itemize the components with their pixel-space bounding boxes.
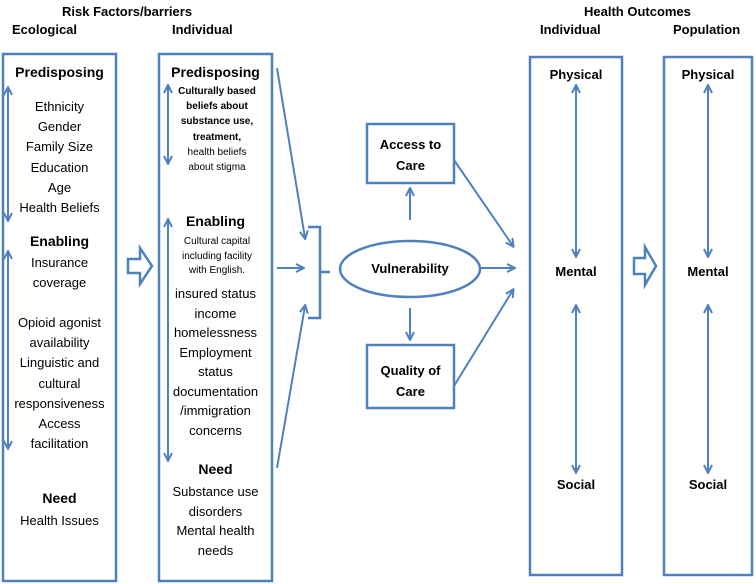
vulnerability-label: Vulnerability — [340, 262, 480, 275]
list-item: availability — [29, 335, 90, 351]
eco-need-title: Need — [42, 490, 77, 506]
arrow-predisposing — [276, 67, 305, 238]
list-item: Opioid agonist — [17, 315, 102, 330]
list-item: income — [194, 305, 237, 321]
arrow-access-out — [453, 159, 513, 246]
eco-predisposing-list: Ethnicity Gender Family Size Education A… — [3, 97, 116, 218]
pop-outcome-physical: Physical — [681, 67, 735, 82]
ind-predisposing-title: Predisposing — [171, 64, 260, 80]
header-population: Population — [673, 22, 741, 37]
access-line: Access to — [379, 137, 442, 152]
list-item: treatment, — [192, 131, 242, 143]
list-item: beliefs about — [186, 101, 248, 113]
outcome-population-box — [662, 55, 754, 577]
list-item: cultural — [38, 375, 81, 391]
ind-enabling-title: Enabling — [185, 213, 246, 229]
list-item: Ethnicity — [34, 99, 85, 114]
list-item: with English. — [188, 265, 246, 277]
list-item: disorders — [188, 503, 243, 519]
ind-outcome-social: Social — [556, 477, 596, 492]
eco-enabling-list-a: Insurance coverage — [3, 253, 116, 293]
list-item: /immigration — [180, 403, 251, 418]
ind-outcome-mental: Mental — [555, 264, 597, 279]
list-item: Health Beliefs — [19, 200, 100, 216]
list-item: Insurance — [30, 255, 89, 270]
list-item: facilitation — [30, 436, 89, 452]
ind-enabling-small-list: Cultural capital including facility with… — [162, 235, 272, 279]
list-item: Substance use — [172, 484, 259, 499]
pop-outcome-social: Social — [688, 477, 728, 492]
list-item: health beliefs — [187, 146, 247, 158]
pop-outcome-mental: Mental — [687, 264, 729, 279]
header-health-outcomes: Health Outcomes — [584, 4, 691, 19]
list-item: Education — [30, 159, 89, 175]
list-item: documentation — [172, 383, 259, 399]
arrow-quality-out — [453, 290, 513, 387]
list-item: status — [198, 364, 233, 379]
quality-of-care-label: Quality of Care — [367, 360, 454, 402]
block-arrow-left — [126, 243, 154, 289]
list-item: homelessness — [173, 325, 258, 340]
list-item: about stigma — [188, 162, 246, 174]
vulnerability-text: Vulnerability — [371, 261, 449, 276]
ind-enabling-list: insured status income homelessness Emplo… — [159, 284, 272, 440]
list-item: Family Size — [25, 139, 94, 155]
header-individual-left: Individual — [172, 22, 233, 37]
ind-need-title: Need — [198, 461, 233, 477]
eco-enabling-list-b: Opioid agonist availability Linguistic a… — [3, 313, 116, 454]
list-item: Culturally based — [178, 86, 256, 97]
eco-predisposing-title: Predisposing — [15, 64, 104, 80]
list-item: Employment — [179, 344, 252, 360]
quality-line: Care — [396, 384, 425, 399]
list-item: Mental health — [176, 523, 255, 538]
block-arrow-right — [632, 242, 658, 290]
list-item: responsiveness — [14, 395, 105, 411]
list-item: needs — [197, 542, 234, 558]
header-individual-right: Individual — [540, 22, 601, 37]
list-item: insured status — [175, 286, 256, 301]
header-ecological: Ecological — [12, 22, 78, 37]
list-item: Age — [47, 179, 72, 195]
ind-predisposing-list: Culturally based beliefs about substance… — [162, 84, 272, 175]
bracket — [308, 225, 330, 320]
arrow-need — [276, 306, 305, 469]
list-item: Linguistic and — [19, 355, 100, 371]
list-item: Cultural capital — [183, 236, 251, 247]
ind-outcome-physical: Physical — [549, 67, 603, 82]
access-line: Care — [396, 158, 425, 173]
list-item: Health Issues — [20, 513, 99, 528]
ind-need-list: Substance use disorders Mental health ne… — [159, 482, 272, 560]
list-item: Access — [38, 416, 81, 432]
list-item: substance use, — [180, 116, 254, 128]
header-risk-factors: Risk Factors/barriers — [62, 4, 193, 19]
eco-enabling-title: Enabling — [29, 233, 90, 249]
quality-line: Quality of — [380, 363, 441, 378]
list-item: coverage — [32, 275, 87, 291]
eco-need-list: Health Issues — [3, 511, 116, 531]
list-item: Gender — [37, 119, 82, 135]
list-item: concerns — [189, 422, 242, 438]
outcome-individual-box — [528, 55, 624, 577]
list-item: including facility — [181, 250, 253, 262]
access-to-care-label: Access to Care — [367, 134, 454, 176]
